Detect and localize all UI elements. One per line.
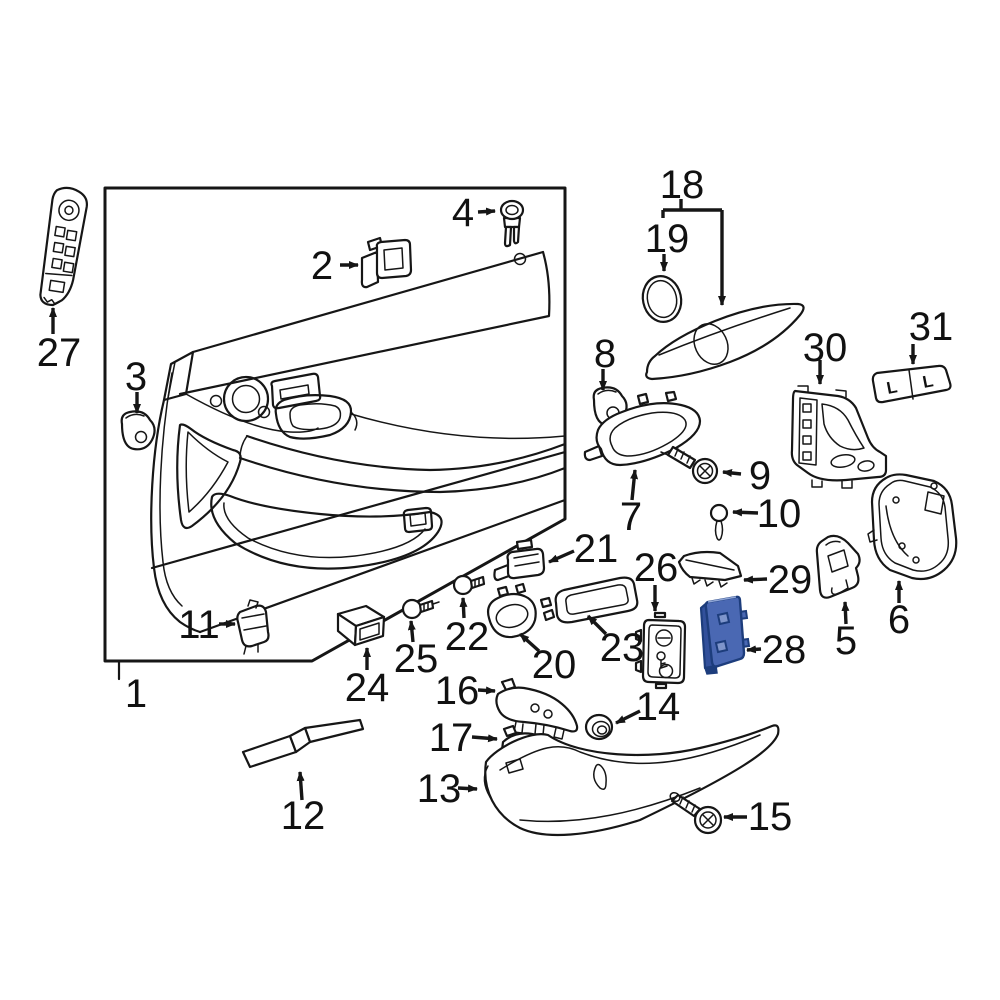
part-2-clip bbox=[360, 236, 413, 289]
callout-label-10: 10 bbox=[757, 492, 802, 536]
callout-label-18: 18 bbox=[660, 163, 705, 207]
callout-label-17: 17 bbox=[429, 716, 474, 760]
callout-label-29: 29 bbox=[768, 558, 813, 602]
callout-label-8: 8 bbox=[594, 332, 616, 376]
door-trim-panel-drawing bbox=[150, 250, 565, 634]
part-15-screw bbox=[669, 791, 723, 835]
callout-label-31: 31 bbox=[909, 305, 954, 349]
part-25-bulb bbox=[401, 598, 440, 620]
callout-label-13: 13 bbox=[417, 767, 462, 811]
part-5-bracket bbox=[815, 534, 861, 599]
callout-label-9: 9 bbox=[749, 454, 771, 498]
part-31-trim-strip: L L bbox=[871, 364, 952, 404]
panel-speaker bbox=[209, 375, 271, 423]
callout-label-19: 19 bbox=[645, 217, 690, 261]
callout-label-28: 28 bbox=[762, 628, 807, 672]
part-19-speaker-ring bbox=[641, 275, 683, 323]
part-21-switch bbox=[493, 538, 546, 582]
part31-marking-right: L bbox=[921, 371, 935, 392]
part-29-trim-strip bbox=[677, 550, 743, 588]
callout-label-27: 27 bbox=[37, 331, 82, 375]
callout-label-21: 21 bbox=[574, 527, 619, 571]
callout-label-7: 7 bbox=[620, 495, 642, 539]
callout-label-12: 12 bbox=[281, 794, 326, 838]
part-1-door-panel-box bbox=[103, 186, 567, 681]
callout-arrows bbox=[49, 199, 917, 821]
callout-label-11: 11 bbox=[178, 603, 220, 647]
part-10-clip bbox=[709, 503, 729, 541]
callout-label-6: 6 bbox=[888, 598, 910, 642]
callout-label-22: 22 bbox=[445, 615, 490, 659]
part-24-lamp-housing bbox=[336, 604, 386, 647]
panel-pull-handle bbox=[274, 394, 358, 440]
part-20-lamp-pod bbox=[486, 582, 537, 639]
part-26-switch-panel bbox=[634, 611, 687, 690]
part-30-bracket bbox=[790, 385, 888, 489]
part-13-armrest bbox=[483, 724, 780, 837]
panel-courtesy-light bbox=[402, 506, 434, 534]
part-18-speaker-trim bbox=[645, 302, 805, 381]
part-28-highlighted-panel bbox=[699, 595, 751, 675]
part-6-plate bbox=[867, 473, 958, 581]
part-3-grommet bbox=[120, 410, 156, 451]
callout-label-24: 24 bbox=[345, 666, 390, 710]
panel-top-hole bbox=[513, 252, 527, 266]
part31-marking-left: L bbox=[885, 377, 899, 398]
callout-label-4: 4 bbox=[452, 191, 474, 235]
callout-label-23: 23 bbox=[600, 626, 645, 670]
callout-label-5: 5 bbox=[835, 619, 857, 663]
callout-label-2: 2 bbox=[311, 244, 333, 288]
callout-label-15: 15 bbox=[748, 795, 793, 839]
part-11-clip bbox=[236, 599, 270, 655]
callout-label-26: 26 bbox=[634, 546, 679, 590]
callout-label-3: 3 bbox=[125, 355, 147, 399]
part-12-twisted-strip bbox=[241, 718, 365, 769]
part-7-handle-bezel bbox=[583, 390, 702, 467]
callout-label-20: 20 bbox=[532, 643, 577, 687]
part-9-screw bbox=[660, 445, 719, 485]
callout-label-25: 25 bbox=[394, 637, 439, 681]
callout-label-16: 16 bbox=[435, 669, 480, 713]
part-23-lens-bezel bbox=[539, 576, 639, 624]
callout-label-30: 30 bbox=[803, 326, 848, 370]
callout-label-1: 1 bbox=[125, 672, 147, 716]
callout-label-14: 14 bbox=[636, 685, 681, 729]
part-27-window-switch bbox=[39, 186, 89, 307]
part-4-clip bbox=[499, 199, 525, 248]
part-22-bulb bbox=[452, 574, 486, 596]
part-14-grommet bbox=[584, 713, 614, 741]
